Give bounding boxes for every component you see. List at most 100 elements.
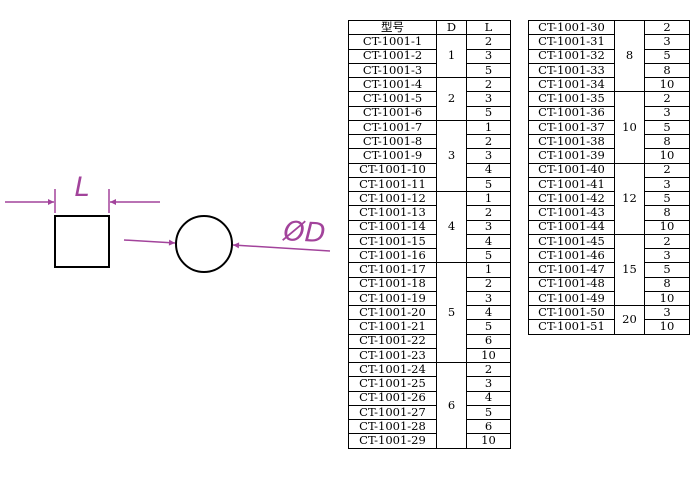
diameter-arrow-right (232, 242, 331, 252)
model-cell: CT-1001-5 (348, 91, 437, 107)
model-cell: CT-1001-20 (348, 304, 437, 321)
length-cell: 5 (466, 247, 511, 264)
length-cell: 3 (466, 48, 511, 64)
length-cell: 6 (466, 333, 511, 349)
model-cell: CT-1001-35 (528, 91, 615, 107)
length-cell: 10 (466, 347, 511, 364)
dimension-drawing: L ØD (5, 172, 331, 273)
model-cell: CT-1001-16 (348, 247, 437, 264)
diameter-cell: 20 (614, 305, 645, 335)
table-row: CT-1001-6 5 (348, 105, 511, 121)
diameter-cell: 10 (614, 91, 645, 164)
length-cell: 5 (466, 404, 511, 421)
length-cell: 3 (644, 34, 690, 50)
model-cell: CT-1001-43 (528, 205, 615, 221)
diameter-cell: 3 (436, 119, 467, 193)
diameter-cell: 4 (436, 190, 467, 264)
length-cell: 10 (644, 148, 690, 164)
model-cell: CT-1001-6 (348, 105, 437, 121)
model-cell: CT-1001-22 (348, 333, 437, 349)
length-cell: 2 (466, 205, 511, 221)
model-cell: CT-1001-24 (348, 361, 437, 378)
length-cell: 2 (644, 162, 690, 178)
circle-end-view (175, 215, 233, 273)
length-cell: 10 (644, 319, 690, 335)
table-row: CT-1001-20 4 (348, 304, 511, 321)
model-cell: CT-1001-46 (528, 247, 615, 264)
model-cell: CT-1001-39 (528, 148, 615, 164)
diameter-cell: 2 (436, 77, 467, 121)
length-cell: 3 (644, 176, 690, 193)
model-cell: CT-1001-17 (348, 262, 437, 278)
model-cell: CT-1001-26 (348, 390, 437, 406)
model-cell: CT-1001-34 (528, 76, 615, 93)
length-cell: 3 (644, 304, 690, 321)
length-cell: 4 (466, 233, 511, 250)
diameter-cell: 8 (614, 19, 645, 93)
model-cell: CT-1001-11 (348, 176, 437, 193)
model-cell: CT-1001-47 (528, 262, 615, 278)
model-cell: CT-1001-32 (528, 48, 615, 64)
diameter-cell: 5 (436, 262, 467, 363)
length-cell: 5 (644, 48, 690, 64)
model-cell: CT-1001-14 (348, 219, 437, 235)
table-header-row: 型号 D L (348, 19, 511, 36)
length-cell: 5 (466, 105, 511, 121)
model-cell: CT-1001-49 (528, 290, 615, 307)
model-cell: CT-1001-30 (528, 19, 615, 36)
model-cell: CT-1001-44 (528, 219, 615, 235)
length-cell: 5 (466, 319, 511, 335)
model-cell: CT-1001-8 (348, 133, 437, 150)
model-cell: CT-1001-23 (348, 347, 437, 364)
square-side-view (54, 215, 110, 268)
length-cell: 8 (644, 133, 690, 150)
model-cell: CT-1001-28 (348, 418, 437, 435)
table-row: CT-1001-33 8 (528, 62, 690, 79)
length-cell: 1 (466, 119, 511, 136)
length-cell: 3 (466, 219, 511, 235)
diameter-cell: 1 (436, 34, 467, 78)
model-cell: CT-1001-13 (348, 205, 437, 221)
model-cell: CT-1001-12 (348, 190, 437, 207)
model-cell: CT-1001-42 (528, 190, 615, 207)
length-cell: 1 (466, 262, 511, 278)
model-cell: CT-1001-3 (348, 62, 437, 79)
table-row: CT-1001-27 5 (348, 404, 511, 421)
length-cell: 5 (466, 62, 511, 79)
length-cell: 2 (466, 34, 511, 50)
model-cell: CT-1001-50 (528, 304, 615, 321)
length-cell: 4 (466, 304, 511, 321)
model-cell: CT-1001-18 (348, 276, 437, 292)
model-cell: CT-1001-33 (528, 62, 615, 79)
length-cell: 1 (466, 190, 511, 207)
length-cell: 10 (644, 219, 690, 235)
model-cell: CT-1001-27 (348, 404, 437, 421)
model-cell: CT-1001-10 (348, 162, 437, 178)
length-cell: 8 (644, 62, 690, 79)
length-cell: 2 (644, 19, 690, 36)
length-cell: 2 (466, 76, 511, 93)
